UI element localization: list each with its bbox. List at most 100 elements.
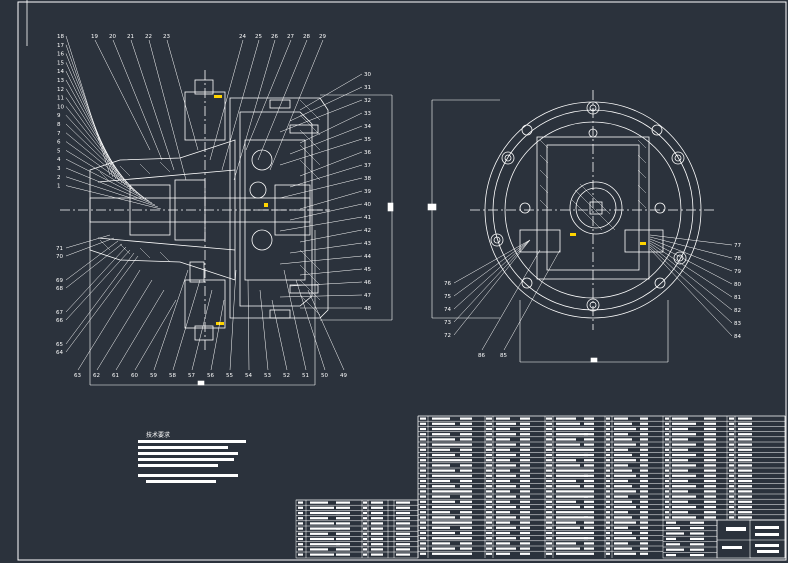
callout-40: 40: [364, 202, 371, 208]
table-text-row: [486, 490, 492, 493]
table-text-row: [640, 427, 648, 431]
table-text-row: [310, 506, 334, 509]
leader-line: [649, 240, 733, 285]
table-text-row: [640, 448, 648, 451]
table-text-row: [614, 521, 636, 524]
table-text-row: [666, 521, 676, 524]
callout-85: 85: [500, 353, 507, 359]
leader-line: [279, 99, 363, 133]
table-text-row: [520, 547, 530, 550]
callout-27: 27: [287, 34, 294, 40]
table-text-row: [584, 443, 594, 446]
table-text-row: [729, 495, 734, 498]
table-text-row: [546, 453, 552, 457]
table-text-row: [666, 543, 680, 546]
table-text-row: [690, 548, 704, 551]
table-text-row: [738, 469, 752, 472]
table-text-row: [432, 531, 455, 535]
table-text-row: [420, 469, 426, 472]
callout-50: 50: [321, 373, 328, 379]
callout-59: 59: [150, 373, 157, 379]
callout-6: 6: [57, 140, 61, 146]
title-block: [716, 519, 786, 559]
table-text-row: [690, 543, 704, 546]
table-text-row: [606, 479, 610, 483]
table-text-row: [420, 531, 426, 535]
leader-line: [289, 164, 363, 188]
table-text-row: [640, 521, 648, 524]
callout-48: 48: [364, 306, 371, 312]
table-text-row: [556, 531, 584, 535]
table-text-row: [371, 532, 383, 535]
table-text-row: [729, 479, 734, 483]
table-text-row: [606, 438, 610, 441]
leader-line: [112, 39, 163, 161]
table-text-row: [556, 427, 584, 431]
leader-line: [279, 138, 363, 166]
table-text-row: [396, 522, 410, 525]
table-text-row: [396, 517, 410, 520]
table-text-row: [546, 511, 552, 514]
callout-26: 26: [271, 34, 278, 40]
parts-list-table: [295, 415, 786, 559]
table-text-row: [310, 511, 340, 515]
table-text-row: [420, 521, 426, 524]
leader-line: [221, 39, 260, 171]
table-text-row: [460, 448, 472, 451]
table-text-row: [584, 537, 594, 540]
table-text-row: [486, 521, 492, 524]
end-view-hatching: [539, 139, 647, 231]
table-text-row: [432, 511, 450, 514]
table-text-row: [614, 500, 632, 503]
table-text-row: [310, 548, 328, 551]
table-text-row: [432, 459, 460, 462]
table-text-row: [738, 490, 752, 493]
table-text-row: [310, 537, 334, 541]
callout-38: 38: [364, 176, 371, 182]
leader-line: [65, 150, 150, 202]
table-text-row: [738, 516, 752, 519]
table-text-row: [556, 443, 580, 446]
table-text-row: [486, 433, 492, 436]
table-text-row: [396, 553, 410, 556]
table-text-row: [640, 433, 648, 436]
table-text-row: [460, 438, 472, 441]
table-text-row: [606, 516, 610, 519]
table-text-row: [584, 542, 594, 545]
table-text-row: [738, 438, 752, 441]
table-text-row: [336, 501, 350, 504]
table-text-row: [704, 433, 716, 436]
table-text-row: [420, 516, 426, 519]
table-text-row: [460, 474, 472, 477]
table-text-row: [520, 490, 530, 493]
leader-line: [65, 71, 123, 184]
table-text-row: [665, 438, 669, 441]
table-text-row: [729, 427, 734, 431]
table-text-row: [396, 543, 410, 546]
table-text-row: [520, 422, 530, 425]
table-text-row: [520, 438, 530, 441]
leader-line: [649, 234, 733, 246]
table-text-row: [546, 547, 552, 550]
callout-57: 57: [188, 373, 195, 379]
table-text-row: [460, 459, 472, 462]
callout-44: 44: [364, 254, 371, 260]
table-text-row: [546, 443, 552, 446]
table-text-row: [690, 537, 704, 540]
callout-22: 22: [145, 34, 152, 40]
leader-line: [172, 279, 201, 371]
table-text-row: [665, 516, 669, 519]
table-text-row: [704, 479, 716, 483]
table-text-row: [486, 427, 492, 431]
table-text-row: [614, 438, 632, 441]
table-text-row: [640, 511, 648, 514]
table-text-row: [546, 485, 552, 488]
leader-line: [130, 39, 175, 171]
table-text-row: [665, 464, 669, 467]
accent-highlights-right: [570, 233, 646, 245]
table-text-row: [666, 537, 676, 540]
table-text-row: [704, 495, 716, 498]
table-text-row: [584, 500, 594, 503]
table-text-row: [738, 505, 752, 509]
table-text-row: [640, 495, 648, 498]
